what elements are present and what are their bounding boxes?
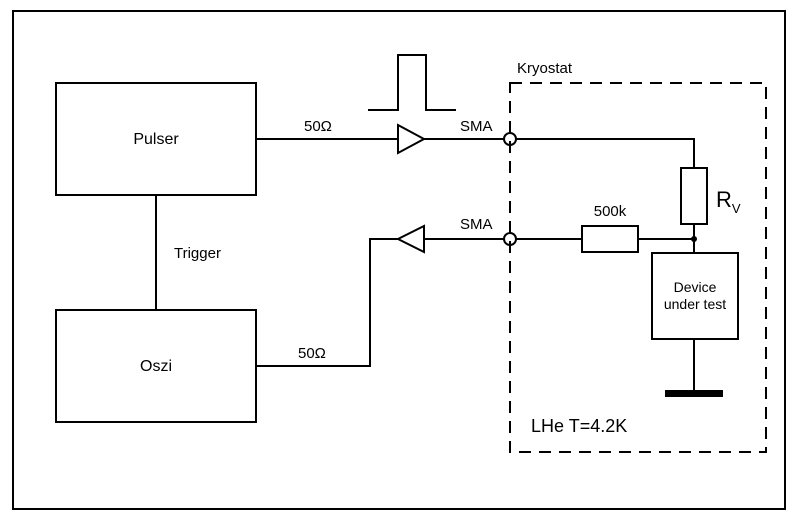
rv-label: RV — [716, 187, 741, 216]
trigger-label: Trigger — [174, 245, 221, 262]
resistor-500k — [581, 225, 639, 253]
oszi-block — [55, 309, 257, 423]
bottom-signal-wire-left — [256, 238, 398, 367]
dut-label-line1: Device — [674, 279, 717, 295]
kryostat-label: Kryostat — [517, 60, 573, 77]
top-signal-wire-right — [516, 138, 695, 168]
sma-bottom-label: SMA — [460, 216, 493, 233]
rv-resistor — [680, 167, 708, 225]
junction-node-icon — [691, 236, 697, 242]
impedance-bottom-label: 50Ω — [298, 345, 326, 362]
dut-label-line2: under test — [664, 296, 726, 312]
buffer-left-icon — [395, 224, 425, 254]
oszi-label: Oszi — [140, 358, 172, 375]
buffer-right-icon — [397, 123, 427, 155]
outer-frame — [12, 10, 786, 510]
kryostat-boundary — [509, 82, 767, 453]
pulser-label: Pulser — [133, 131, 179, 148]
device-under-test-block — [651, 252, 739, 340]
impedance-top-label: 50Ω — [304, 118, 332, 135]
resistor-500k-label: 500k — [594, 203, 627, 220]
ground-icon — [665, 390, 723, 397]
pulse-waveform-icon — [368, 54, 456, 111]
lhe-temperature-label: LHe T=4.2K — [531, 416, 627, 436]
sma-top-label: SMA — [460, 118, 493, 135]
